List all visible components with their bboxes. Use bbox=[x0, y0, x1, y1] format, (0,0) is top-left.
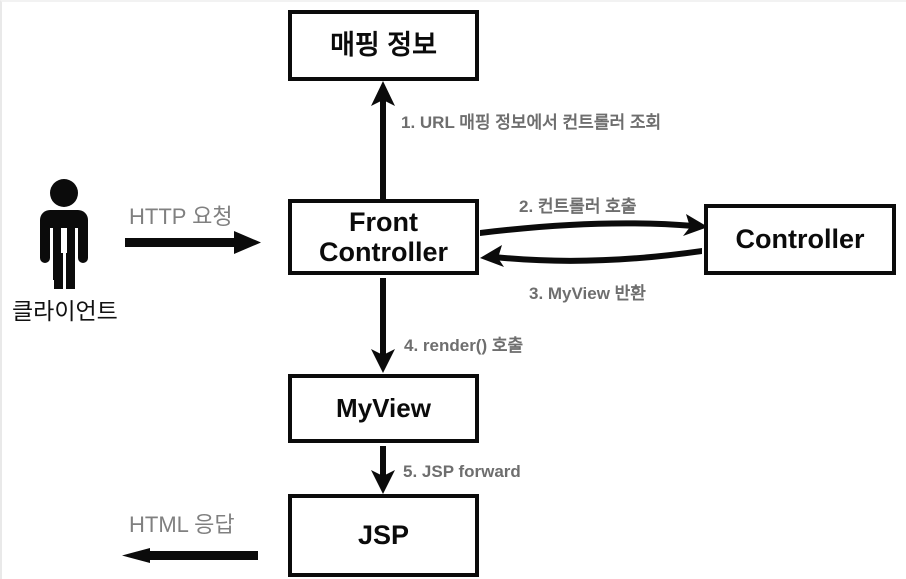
arrow-step-1 bbox=[371, 81, 395, 199]
step-label-4: 4. render() 호출 bbox=[404, 336, 524, 355]
node-controller: Controller bbox=[704, 204, 896, 275]
node-jsp-label: JSP bbox=[357, 520, 410, 551]
edge-label-http-request: HTTP 요청 bbox=[129, 204, 233, 229]
step-label-3: 3. MyView 반환 bbox=[529, 284, 646, 303]
node-mapping-info-label: 매핑 정보 bbox=[330, 30, 437, 61]
node-controller-label: Controller bbox=[735, 224, 865, 255]
person-icon bbox=[40, 179, 88, 289]
arrow-step-5 bbox=[371, 446, 395, 494]
arrow-step-2 bbox=[480, 214, 708, 236]
step-label-5: 5. JSP forward bbox=[403, 462, 521, 481]
actor-label-client: 클라이언트 bbox=[12, 298, 118, 324]
edge-label-html-response: HTML 응답 bbox=[129, 512, 235, 537]
node-myview: MyView bbox=[288, 374, 479, 443]
step-label-1: 1. URL 매핑 정보에서 컨트롤러 조회 bbox=[401, 113, 662, 132]
arrow-step-4 bbox=[371, 278, 395, 373]
node-myview-label: MyView bbox=[336, 392, 431, 423]
node-jsp: JSP bbox=[288, 494, 479, 577]
node-mapping-info: 매핑 정보 bbox=[288, 10, 479, 81]
arrow-html-response bbox=[122, 548, 258, 563]
node-front-controller: Front Controller bbox=[288, 199, 479, 275]
arrow-http-request bbox=[125, 231, 261, 254]
node-front-controller-label: Front Controller bbox=[318, 206, 448, 267]
arrow-step-3 bbox=[480, 245, 702, 267]
step-label-2: 2. 컨트롤러 호출 bbox=[519, 197, 637, 216]
